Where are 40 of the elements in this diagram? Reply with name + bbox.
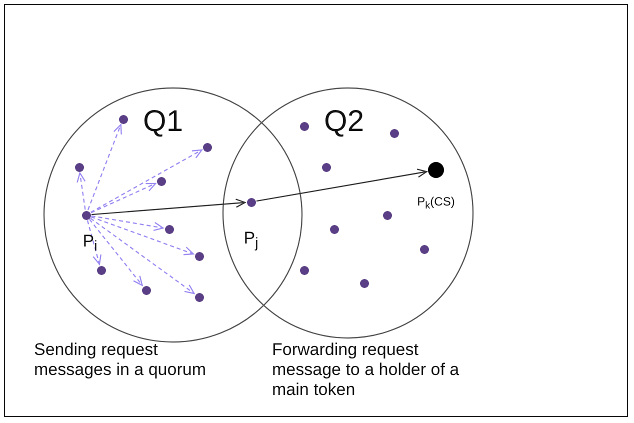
quorum-circle [44,88,302,342]
process-label: P$_{k}$(CS) [417,194,455,212]
dashed-arrow [76,172,86,210]
process-dot [202,142,212,152]
arrow [256,168,428,202]
caption-text: Sending request messages in a quorum [34,340,207,380]
arrow [91,198,246,216]
dashed-arrow [86,220,102,265]
process-dot [82,210,90,220]
dashed-arrow [87,124,122,210]
dashed-arrow [90,182,156,214]
process-dot [156,176,166,186]
process-dot [300,266,308,274]
process-dot [322,162,330,172]
quorum-label: Q1 [142,105,184,139]
process-dot [390,128,398,138]
token-holder-dot [428,162,444,178]
process-dot [300,122,308,130]
process-dot [118,114,128,124]
dashed-arrow [90,216,194,256]
process-dot [420,244,428,254]
process-dot [360,278,368,288]
process-dot [164,224,174,234]
process-dot [330,224,338,234]
process-dot [74,162,84,172]
process-dot [142,286,150,294]
dashed-arrow [90,149,202,213]
process-dot [96,266,106,274]
process-label: P$_{i}$ [82,231,98,255]
caption-text: Forwarding request message to a holder of a main token [272,340,460,400]
quorum-label: Q2 [324,105,364,139]
quorum-circle [223,88,473,338]
process-dot [246,198,256,206]
dashed-arrow [91,215,164,232]
process-label: P$_{j}$ [244,228,258,252]
process-dot [194,292,204,302]
process-dot [194,252,204,260]
dashed-arrow [90,218,195,294]
process-dot [382,210,392,220]
dashed-arrow [88,218,143,286]
